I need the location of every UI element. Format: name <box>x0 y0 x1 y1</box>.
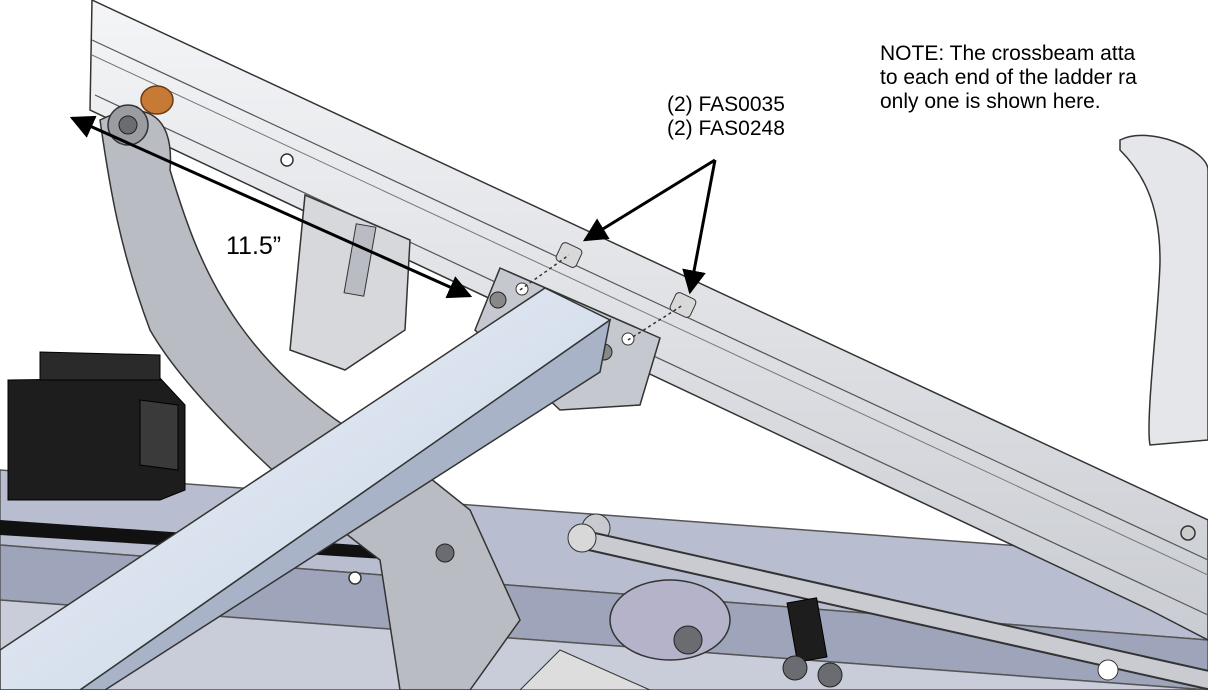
crossbeam <box>0 287 612 690</box>
bumper <box>140 85 174 115</box>
callout-leaders <box>582 158 717 295</box>
fastener-studs <box>519 242 697 341</box>
assembly-note: NOTE: The crossbeam atta to each end of … <box>880 42 1137 114</box>
dimension-arrow <box>69 115 473 299</box>
note-line-2: to each end of the ladder ra <box>880 66 1137 90</box>
note-line-3: only one is shown here. <box>880 90 1101 114</box>
note-line-1: NOTE: The crossbeam atta <box>880 42 1136 65</box>
part-fas0035: (2) FAS0035 <box>667 93 785 116</box>
step-pedal <box>1097 134 1208 681</box>
part-fas0248: (2) FAS0248 <box>667 117 785 141</box>
dimension-label: 11.5” <box>224 232 284 261</box>
rubber-stop-block <box>7 351 186 501</box>
pivot-mount <box>519 579 843 690</box>
parts-callout: (2) FAS0035 (2) FAS0248 <box>667 93 785 141</box>
gas-spring <box>567 523 1208 690</box>
